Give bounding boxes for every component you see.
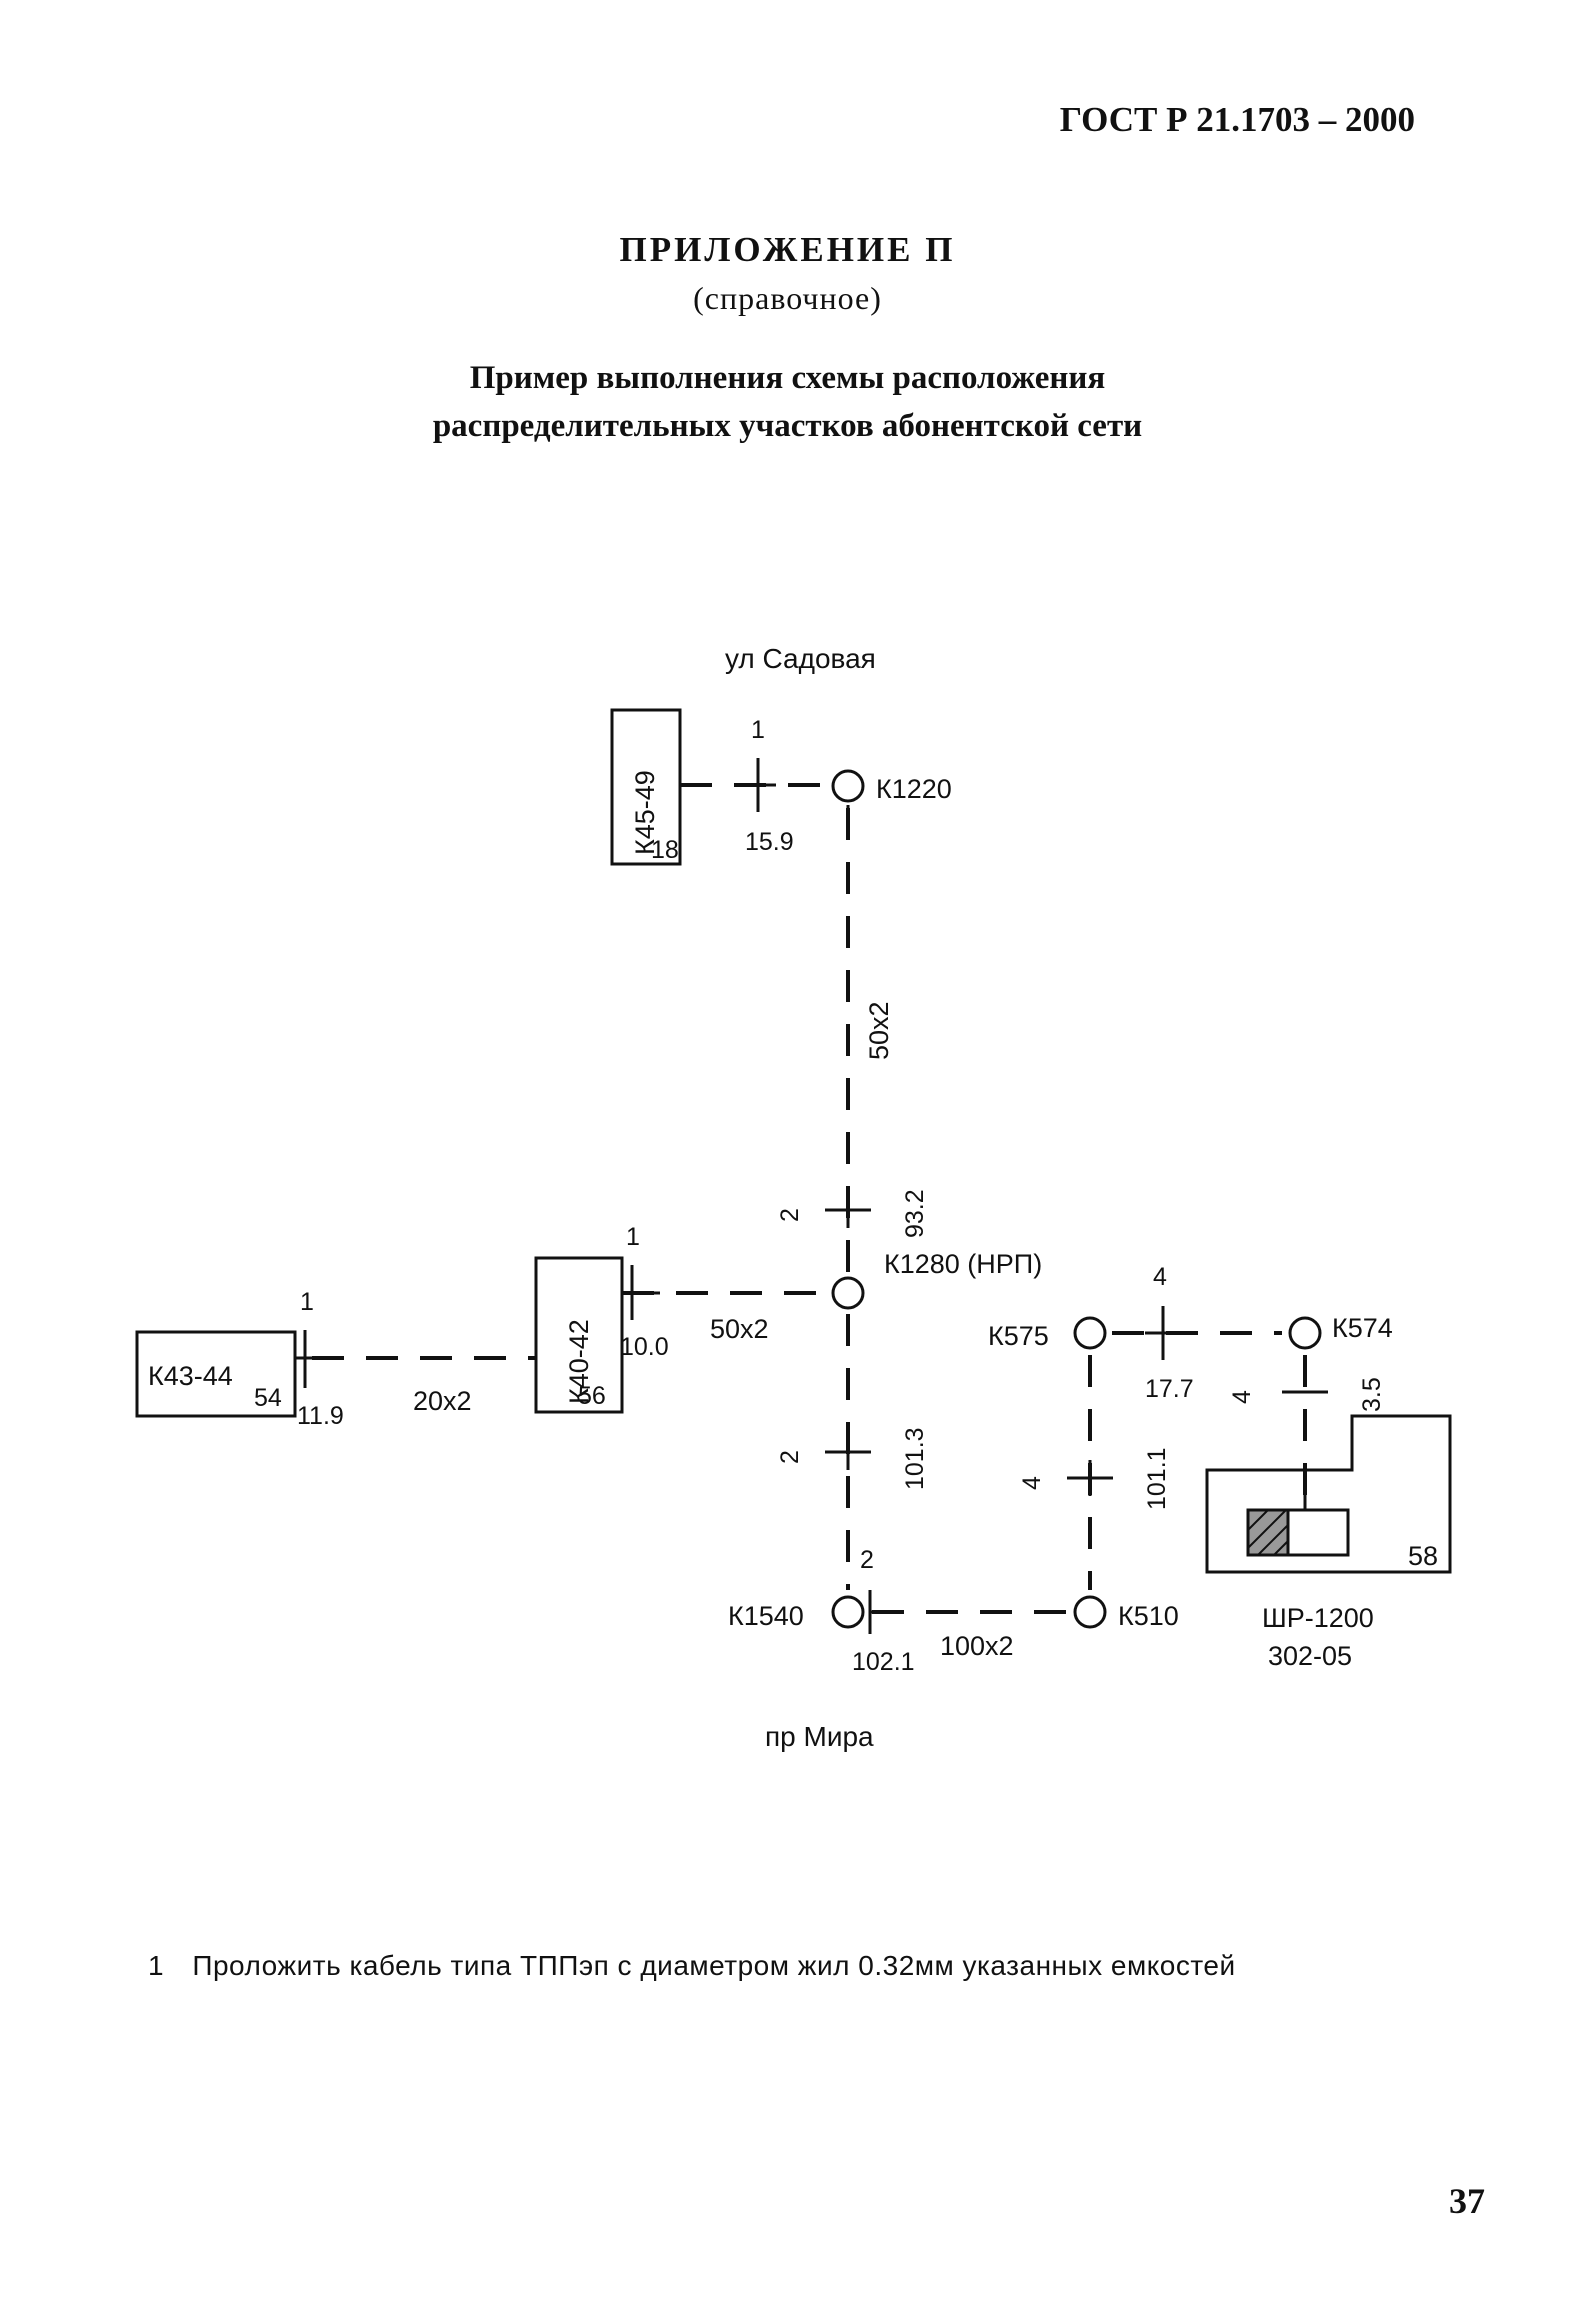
page-title-line-2: распределительных участков абонентской с… xyxy=(432,408,1143,444)
marker-7-length: 17.7 xyxy=(1145,1375,1194,1403)
marker-1-count: 1 xyxy=(751,716,765,744)
cabinet-outline xyxy=(1205,1414,1452,1574)
marker-6-count: 2 xyxy=(860,1546,874,1574)
appendix-title: ПРИЛОЖЕНИЕ П xyxy=(619,230,956,269)
node-k575-label: К575 xyxy=(988,1321,1049,1351)
appendix-type: (справочное) xyxy=(693,280,882,316)
cable-k43-k40-label: 20x2 xyxy=(413,1386,472,1416)
node-k1540 xyxy=(831,1595,865,1629)
cabinet-hatch-lines xyxy=(1247,1509,1289,1556)
marker-4-count: 1 xyxy=(300,1288,314,1316)
box-k45-49-name: К45-49 xyxy=(630,770,660,855)
node-k1220 xyxy=(831,769,865,803)
cabinet-label-2: 302-05 xyxy=(1268,1641,1352,1671)
document-code: ГОСТ Р 21.1703 – 2000 xyxy=(1059,100,1415,139)
box-k40-42-number: 56 xyxy=(578,1382,606,1410)
node-circles xyxy=(831,769,1322,1629)
node-k1220-label: К1220 xyxy=(876,774,952,804)
footnote: 1 Проложить кабель типа ТППэп с диаметро… xyxy=(148,1950,1236,1982)
marker-6-length: 102.1 xyxy=(852,1648,915,1676)
node-k574-label: К574 xyxy=(1332,1313,1393,1343)
marker-8-count: 4 xyxy=(1228,1390,1256,1404)
box-k40-42-name: К40-42 xyxy=(564,1319,594,1404)
page-title-line-1: Пример выполнения схемы расположения xyxy=(469,360,1106,396)
splice-markers xyxy=(303,758,1328,1634)
node-k575 xyxy=(1073,1316,1107,1350)
footnote-text: Проложить кабель типа ТППэп с диаметром … xyxy=(192,1950,1236,1981)
marker-9-count: 4 xyxy=(1018,1476,1046,1490)
cable-k1540-k510-label: 100x2 xyxy=(940,1631,1014,1661)
box-k43-44-number: 54 xyxy=(254,1384,282,1412)
marker-2-length: 93.2 xyxy=(901,1189,929,1238)
node-k1540-label: К1540 xyxy=(728,1601,804,1631)
box-k45-49 xyxy=(610,708,682,866)
node-k574 xyxy=(1288,1316,1322,1350)
node-k1280-label: К1280 (НРП) xyxy=(884,1249,1042,1279)
box-k43-44 xyxy=(135,1330,297,1418)
page-number: 37 xyxy=(1449,2181,1485,2221)
cable-k1220-k1280-label: 50x2 xyxy=(864,1001,894,1060)
marker-7-count: 4 xyxy=(1153,1263,1167,1291)
footnote-marker: 1 xyxy=(148,1950,165,1981)
street-bottom-label: пр Мира xyxy=(765,1721,874,1752)
street-top-label: ул Садовая xyxy=(725,643,876,674)
box-k40-42 xyxy=(534,1256,624,1414)
marker-3-count: 1 xyxy=(626,1223,640,1251)
marker-5-count: 2 xyxy=(776,1450,804,1464)
marker-8-length: 3.5 xyxy=(1358,1377,1386,1412)
box-k43-44-name: К43-44 xyxy=(148,1361,233,1391)
marker-1-length: 15.9 xyxy=(745,828,794,856)
page-title: Пример выполнения схемы расположения рас… xyxy=(0,354,1575,450)
box-k45-49-number: 18 xyxy=(651,836,679,864)
cabinet-number: 58 xyxy=(1408,1541,1438,1571)
marker-5-length: 101.3 xyxy=(901,1427,929,1490)
marker-2-count: 2 xyxy=(776,1208,804,1222)
marker-9-length: 101.1 xyxy=(1143,1447,1171,1510)
marker-4-length: 11.9 xyxy=(297,1402,344,1430)
node-k1280 xyxy=(831,1276,865,1310)
marker-3-length: 10.0 xyxy=(620,1333,669,1361)
cabinet-label-1: ШР-1200 xyxy=(1262,1603,1374,1633)
node-k510 xyxy=(1073,1595,1107,1629)
node-k510-label: К510 xyxy=(1118,1601,1179,1631)
cable-k40-k1280-label: 50x2 xyxy=(710,1314,769,1344)
